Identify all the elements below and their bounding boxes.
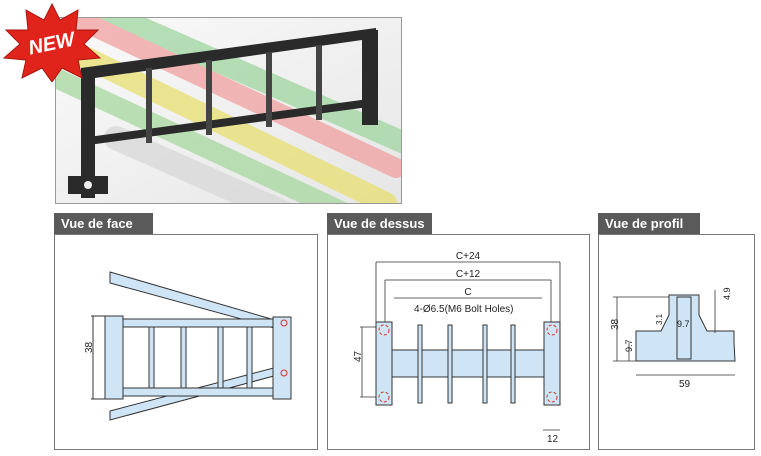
tab-vue-de-profil: Vue de profil [598,213,700,234]
tab-vue-de-dessus: Vue de dessus [327,213,432,234]
svg-text:C: C [464,287,471,298]
svg-text:9.7: 9.7 [624,339,634,352]
side-view-panel: 38 9.7 4.9 9.7 3.1 59 [598,234,755,450]
front-view-panel: 38 [54,234,318,450]
svg-text:59: 59 [679,379,691,390]
svg-text:47: 47 [353,350,364,362]
top-view-panel: C+24 C+12 C 4-Ø6.5(M6 Bolt Holes) 47 12 [327,234,590,450]
svg-text:3.1: 3.1 [655,313,664,325]
svg-text:4.9: 4.9 [722,287,732,300]
product-photo [55,17,402,204]
svg-text:4-Ø6.5(M6 Bolt Holes): 4-Ø6.5(M6 Bolt Holes) [414,304,513,315]
top-view-drawing: C+24 C+12 C 4-Ø6.5(M6 Bolt Holes) 47 12 [353,251,561,445]
side-view-drawing: 38 9.7 4.9 9.7 3.1 59 [610,287,736,390]
svg-text:38: 38 [610,318,621,330]
svg-text:9.7: 9.7 [677,319,690,329]
new-badge: NEW [2,2,102,83]
svg-text:C+24: C+24 [456,251,481,262]
front-view-drawing: 38 [84,271,292,421]
tab-vue-de-face: Vue de face [54,213,153,234]
svg-text:12: 12 [547,434,559,445]
svg-text:38: 38 [84,341,95,353]
svg-text:C+12: C+12 [456,269,481,280]
